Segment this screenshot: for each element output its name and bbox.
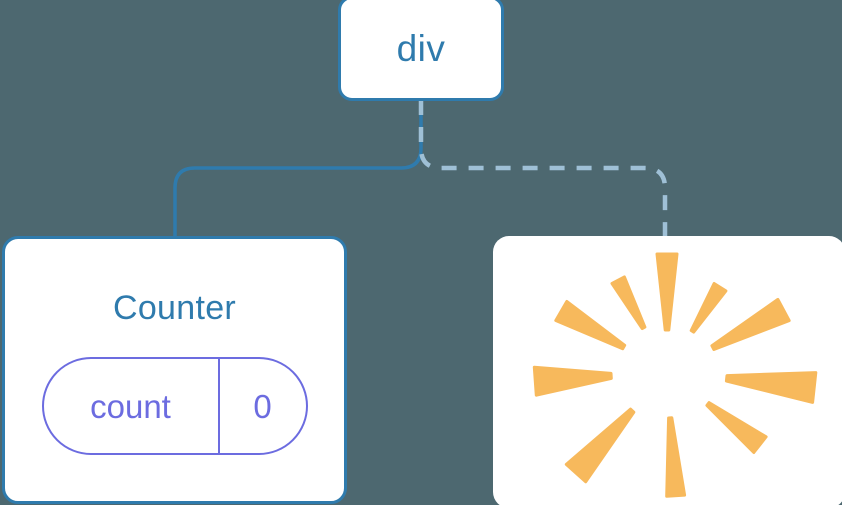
state-key: count [90, 387, 171, 425]
node-div-label: div [396, 28, 446, 69]
burst-ray-10 [610, 275, 647, 331]
burst-ray-9 [554, 300, 627, 351]
burst-ray-4 [724, 371, 818, 404]
node-counter[interactable]: Counter count 0 [2, 236, 347, 504]
burst-ray-1 [655, 252, 679, 332]
node-counter-title: Counter [112, 289, 237, 327]
burst-ray-8 [532, 365, 613, 397]
burst-ray-5 [705, 401, 768, 454]
state-pill-count[interactable]: count 0 [41, 357, 308, 455]
node-burst[interactable] [493, 236, 842, 505]
edge-root-counter [173, 98, 423, 240]
node-div[interactable]: div [338, 0, 504, 101]
burst-ray-6 [665, 416, 687, 498]
state-divider [217, 359, 220, 453]
state-value: 0 [253, 387, 272, 425]
edge-root-burst [418, 100, 668, 238]
sparkle-burst-icon [532, 252, 818, 498]
burst-ray-2 [689, 282, 728, 334]
burst-ray-3 [710, 297, 791, 351]
burst-ray-7 [564, 407, 636, 484]
